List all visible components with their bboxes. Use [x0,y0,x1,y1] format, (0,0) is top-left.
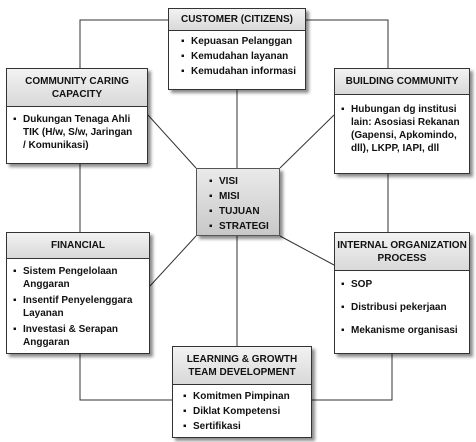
building-community-card: BUILDING COMMUNITY Hubungan dg institusi… [334,68,470,174]
community-caring-item-line1: Dukungan Tenaga Ahli [23,114,131,125]
financial-item-investment: Investasi & Serapan Anggaran [11,323,149,349]
customer-item-info: Kemudahan informasi [179,65,305,78]
center-item-strategi: STRATEGI [207,220,279,233]
community-caring-item-line2: TIK (H/w, S/w, Jaringan [23,127,133,138]
building-community-item-line2: lain: Asosiasi Rekanan [351,117,460,128]
outer-connector-bottom-left [79,354,172,401]
internal-org-item-mechanism: Mekanisme organisasi [339,324,469,337]
learning-growth-item-commitment: Komitmen Pimpinan [181,390,311,403]
financial-item-3-line2: Anggaran [23,337,70,348]
financial-title: FINANCIAL [7,233,149,259]
financial-item-1-line2: Anggaran [23,279,70,290]
internal-org-title-line1: INTERNAL ORGANIZATION [337,240,467,251]
center-item-visi: VISI [207,175,279,188]
internal-org-card: INTERNAL ORGANIZATION PROCESS SOP Distri… [334,232,470,354]
learning-growth-item-certification: Sertifikasi [181,420,311,433]
learning-growth-item-training: Diklat Kompetensi [181,405,311,418]
internal-org-title: INTERNAL ORGANIZATION PROCESS [335,233,469,271]
learning-growth-title-line2: TEAM DEVELOPMENT [188,367,296,378]
community-caring-title: COMMUNITY CARING CAPACITY [7,69,147,107]
building-community-item: Hubungan dg institusi lain: Asosiasi Rek… [339,103,469,155]
outer-connector-top-left [79,19,168,68]
spoke-bottom-left [149,235,197,287]
financial-item-3-line1: Investasi & Serapan [23,324,119,335]
outer-connector-bottom-right [312,354,393,401]
building-community-title: BUILDING COMMUNITY [335,69,469,95]
learning-growth-title-line1: LEARNING & GROWTH [186,354,298,365]
spoke-top-left [147,114,197,169]
building-community-item-line3: (Gapensi, Apkomindo, [351,130,457,141]
center-item-tujuan: TUJUAN [207,205,279,218]
financial-item-2-line2: Layanan [23,308,64,319]
financial-item-budget-system: Sistem Pengelolaan Anggaran [11,265,149,291]
financial-card: FINANCIAL Sistem Pengelolaan Anggaran In… [6,232,150,354]
building-community-item-line1: Hubungan dg institusi [351,104,457,115]
community-caring-title-line2: CAPACITY [51,89,103,100]
learning-growth-card: LEARNING & GROWTH TEAM DEVELOPMENT Komit… [172,346,312,438]
community-caring-title-line1: COMMUNITY CARING [25,76,129,87]
community-caring-item-line3: / Komunikasi) [23,140,89,151]
outer-connector-top-right [306,19,389,68]
financial-item-2-line1: Insentif Penyelenggara [23,295,133,306]
financial-item-incentive: Insentif Penyelenggara Layanan [11,294,149,320]
internal-org-item-sop: SOP [339,278,469,291]
internal-org-item-distribution: Distribusi pekerjaan [339,301,469,314]
customer-card: CUSTOMER (CITIZENS) Kepuasan Pelanggan K… [168,8,306,90]
spoke-bottom-right [279,235,335,266]
internal-org-title-line2: PROCESS [377,253,427,264]
spoke-top-right [279,114,335,169]
building-community-item-line4: dll), LKPP, IAPI, dll [351,143,440,154]
customer-item-service: Kemudahan layanan [179,50,305,63]
center-item-misi: MISI [207,190,279,203]
community-caring-card: COMMUNITY CARING CAPACITY Dukungan Tenag… [6,68,148,164]
financial-item-1-line1: Sistem Pengelolaan [23,266,118,277]
community-caring-item: Dukungan Tenaga Ahli TIK (H/w, S/w, Jari… [11,113,147,152]
learning-growth-title: LEARNING & GROWTH TEAM DEVELOPMENT [173,347,311,385]
customer-title: CUSTOMER (CITIZENS) [169,9,305,31]
center-vision-box: VISI MISI TUJUAN STRATEGI [196,168,280,236]
customer-item-satisfaction: Kepuasan Pelanggan [179,35,305,48]
